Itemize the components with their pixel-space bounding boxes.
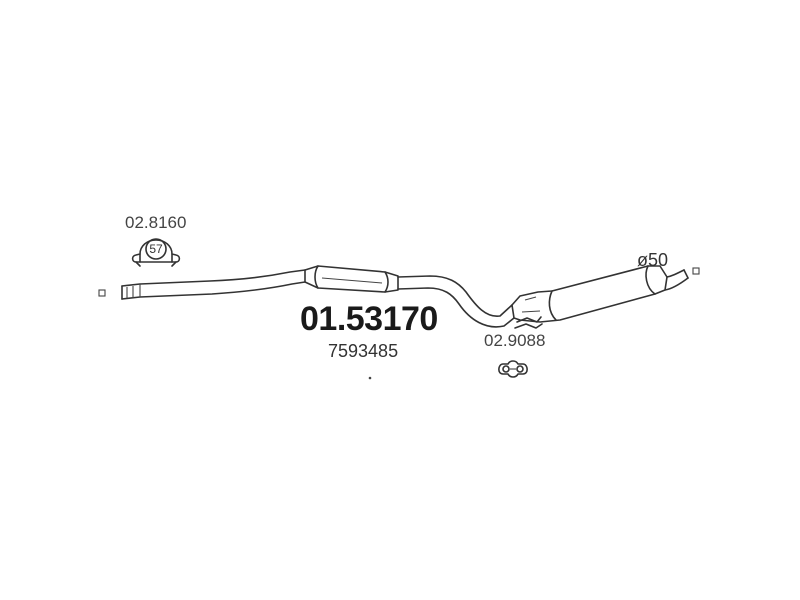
rubber-hanger-icon	[498, 360, 528, 378]
dot-marker	[368, 376, 372, 380]
inlet-pipe	[121, 269, 306, 300]
end-marker-left	[98, 289, 106, 297]
center-muffler	[304, 265, 399, 293]
mid-pipe	[397, 275, 515, 328]
clamp-size-label: 57	[149, 242, 163, 256]
rear-silencer	[511, 265, 668, 323]
end-marker-right	[692, 267, 700, 275]
silencer-bracket	[514, 316, 543, 329]
clamp-ref-label: 02.8160	[125, 213, 186, 232]
clamp-icon: 57	[131, 238, 181, 267]
oem-number: 7593485	[328, 341, 398, 361]
main-part-number: 01.53170	[300, 300, 438, 338]
diameter-label: ø50	[637, 250, 668, 270]
hanger-ref-label: 02.9088	[484, 331, 545, 350]
tail-pipe	[664, 269, 689, 291]
